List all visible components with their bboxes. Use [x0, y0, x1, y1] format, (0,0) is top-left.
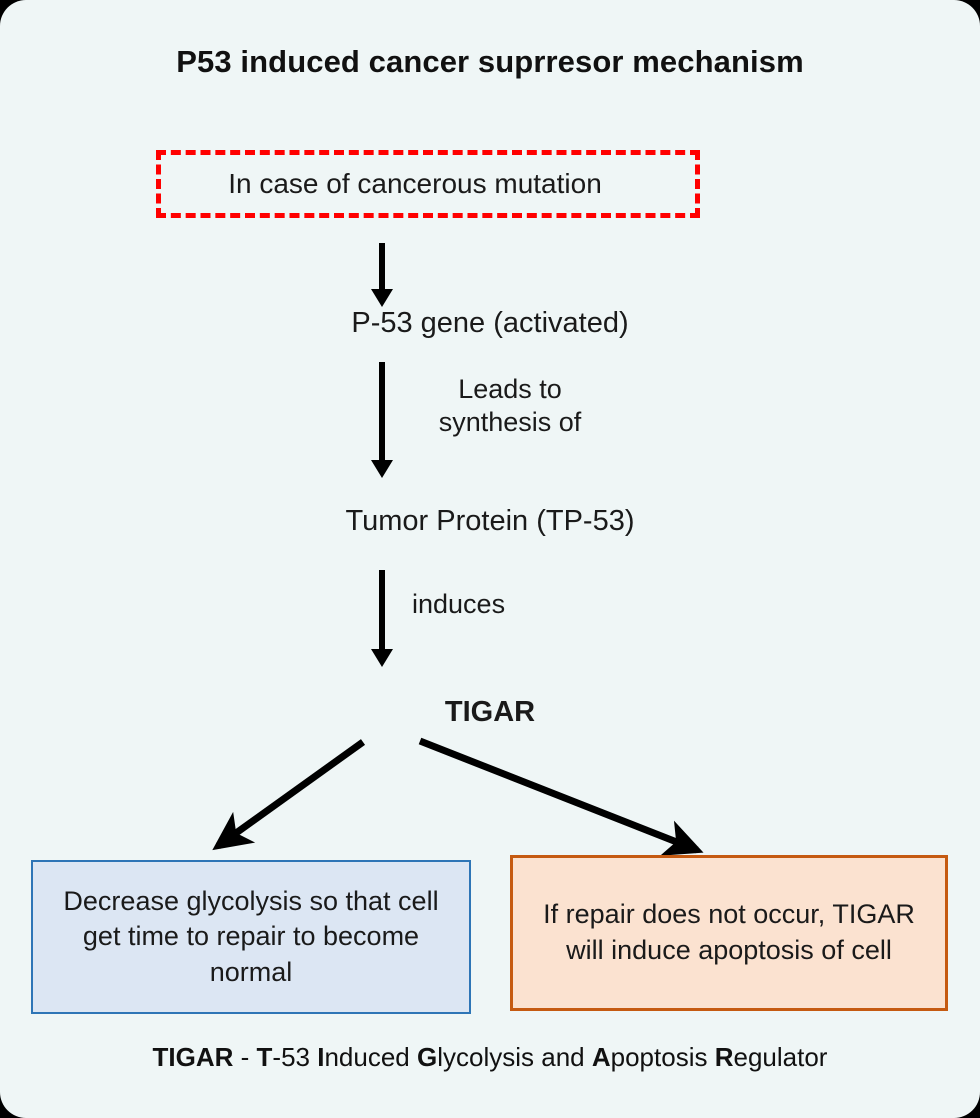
arrow-shaft — [379, 570, 385, 649]
arrow-mutation-to-gene — [367, 243, 397, 307]
outcome-box-apoptosis-label: If repair does not occur, TIGAR will ind… — [543, 899, 915, 965]
legend-letter-i: I — [317, 1042, 325, 1072]
node-tumor-protein: Tumor Protein (TP-53) — [345, 505, 635, 537]
node-p53-gene: P-53 gene (activated) — [351, 307, 629, 339]
legend-letter-r: R — [714, 1042, 734, 1072]
legend-word-i: nduced — [324, 1042, 417, 1072]
outcome-box-decrease-glycolysis: Decrease glycolysis so that cell get tim… — [31, 860, 471, 1014]
legend-letter-g: G — [417, 1042, 438, 1072]
arrow-shaft — [379, 362, 385, 460]
legend-letter-t: T — [256, 1042, 273, 1072]
arrow-tigar-to-left-outcome — [212, 739, 366, 851]
arrow-head-icon — [371, 649, 393, 667]
legend-word-t: -53 — [272, 1042, 318, 1072]
arrow-protein-to-tigar — [367, 570, 397, 667]
edge-label-line-2: synthesis of — [438, 407, 582, 438]
page-title: P53 induced cancer suprresor mechanism — [176, 44, 804, 79]
node-tigar: TIGAR — [444, 696, 536, 728]
edge-label-induces: induces — [412, 589, 506, 619]
edge-label-leads-to-synthesis-of: Leads to synthesis of — [410, 373, 610, 439]
legend-word-g: lycolysis and — [437, 1042, 592, 1072]
arrow-tigar-to-right-outcome — [418, 737, 704, 856]
arrow-gene-to-protein — [367, 362, 397, 478]
legend-word-r: egulator — [733, 1042, 828, 1072]
legend-separator: - — [233, 1042, 257, 1072]
legend-letter-a: A — [591, 1042, 611, 1072]
arrow-head-icon — [371, 460, 393, 478]
node-cancerous-mutation-label: In case of cancerous mutation — [228, 168, 602, 199]
outcome-box-decrease-glycolysis-label: Decrease glycolysis so that cell get tim… — [63, 885, 439, 987]
legend-word-a: poptosis — [610, 1042, 715, 1072]
arrow-shaft — [379, 243, 385, 289]
edge-label-line-1: Leads to — [458, 374, 562, 404]
legend-acronym: TIGAR — [152, 1042, 234, 1072]
arrow-head-icon — [371, 289, 393, 307]
legend-tigar-acronym: TIGAR - T-53 Induced Glycolysis and Apop… — [0, 1042, 980, 1073]
node-cancerous-mutation: In case of cancerous mutation — [156, 150, 700, 218]
outcome-box-apoptosis: If repair does not occur, TIGAR will ind… — [510, 855, 948, 1011]
